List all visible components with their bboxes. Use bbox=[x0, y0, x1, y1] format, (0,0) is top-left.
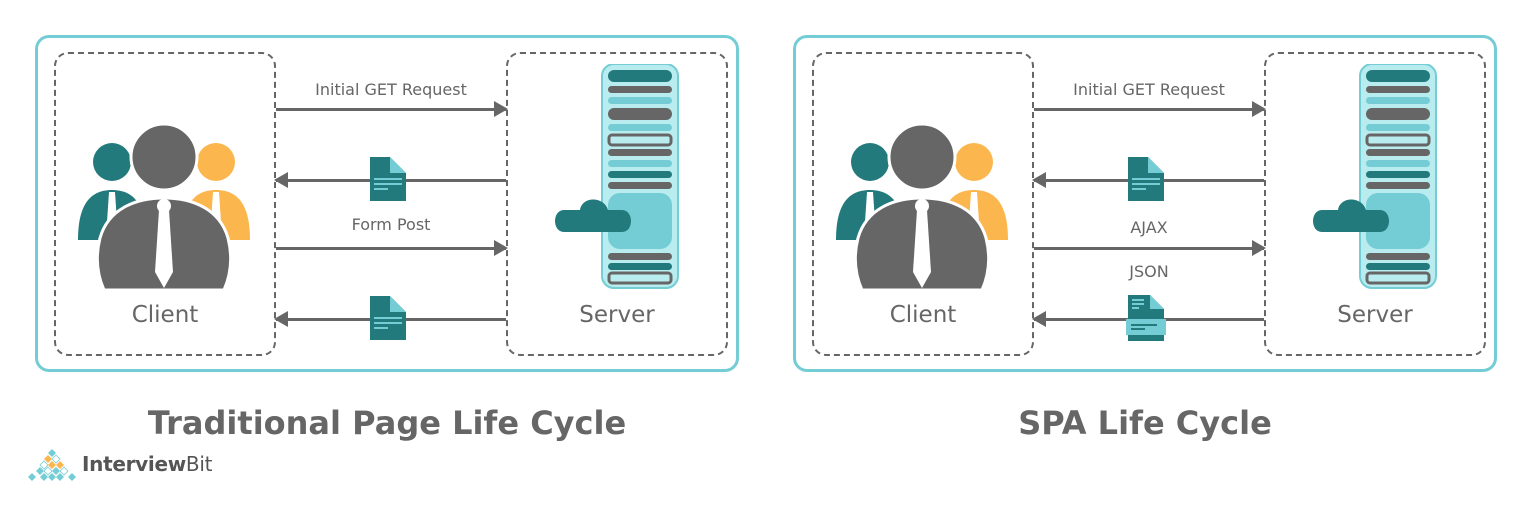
document-icon bbox=[1128, 157, 1164, 201]
client-box: Client bbox=[54, 52, 276, 356]
server-box: Server bbox=[1264, 52, 1486, 356]
client-box: Client bbox=[812, 52, 1034, 356]
arrow-ajax-request bbox=[1034, 240, 1266, 256]
message-label: Form Post bbox=[351, 215, 431, 234]
message-label: Initial GET Request bbox=[315, 80, 467, 99]
server-label: Server bbox=[579, 302, 655, 328]
server-cloud-icon bbox=[555, 64, 679, 289]
message-label: JSON bbox=[1129, 262, 1169, 281]
client-label: Client bbox=[131, 302, 199, 328]
arrow-initial-get-request bbox=[276, 101, 508, 117]
logo-text-bold: Interview bbox=[82, 452, 186, 476]
server-label: Server bbox=[1337, 302, 1413, 328]
json-document-icon bbox=[1126, 295, 1166, 341]
traditional-diagram-panel: Client Initial GET Request Form Post bbox=[35, 35, 739, 372]
logo-diamond-icon bbox=[28, 449, 76, 481]
spa-diagram-panel: Client Initial GET Request AJAX JSON bbox=[793, 35, 1497, 372]
document-icon bbox=[370, 157, 406, 201]
document-icon bbox=[370, 296, 406, 340]
traditional-title: Traditional Page Life Cycle bbox=[147, 404, 627, 442]
interviewbit-logo: InterviewBit bbox=[26, 447, 212, 481]
arrow-form-post bbox=[276, 240, 508, 256]
spa-title: SPA Life Cycle bbox=[1018, 404, 1272, 442]
users-group-icon bbox=[836, 122, 1008, 292]
message-label: AJAX bbox=[1130, 218, 1168, 237]
logo-text-regular: Bit bbox=[185, 452, 213, 476]
message-label: Initial GET Request bbox=[1073, 80, 1225, 99]
logo-text: InterviewBit bbox=[82, 452, 212, 476]
client-label: Client bbox=[889, 302, 957, 328]
users-group-icon bbox=[78, 122, 250, 292]
server-box: Server bbox=[506, 52, 728, 356]
server-cloud-icon bbox=[1313, 64, 1437, 289]
arrow-initial-get-request bbox=[1034, 101, 1266, 117]
